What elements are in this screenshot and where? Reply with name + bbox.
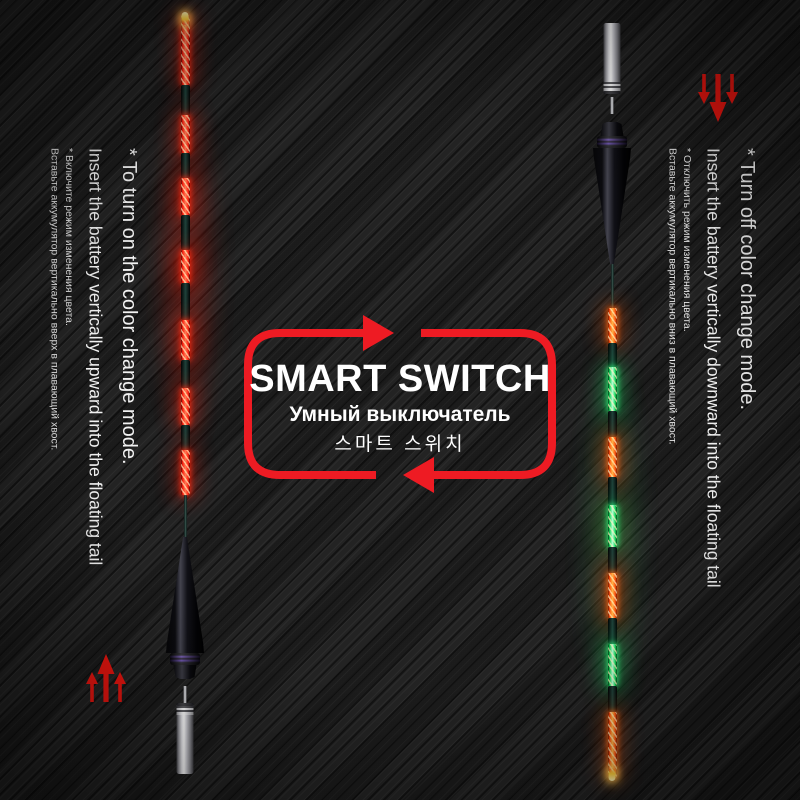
led-segment-red — [180, 320, 190, 360]
float-body-cone — [166, 537, 204, 653]
turn-on-text-ru-1: * Включите режим изменения цвета. — [63, 148, 76, 326]
led-segment-red — [180, 388, 190, 425]
turn-off-text-en-2: Insert the battery vertically downward i… — [703, 148, 724, 588]
led-segment-dark — [607, 618, 617, 644]
led-segment-dark — [607, 343, 617, 367]
title-korean: 스마트 스위치 — [334, 434, 466, 455]
float-tip-light — [608, 768, 616, 781]
led-segment-dark — [607, 686, 617, 712]
led-segment-red — [180, 450, 190, 495]
led-segment-dark — [607, 477, 617, 505]
led-segment-dark — [607, 547, 617, 573]
led-segment-orange — [607, 573, 617, 618]
float-tail-red — [179, 12, 191, 537]
led-segment-dark — [180, 425, 190, 450]
instruction-turn-off: * Turn off color change mode. Insert the… — [658, 148, 758, 708]
float-body-cone — [593, 148, 631, 264]
led-segment-red — [180, 178, 190, 215]
led-segment-orange — [607, 437, 617, 477]
turn-off-text-ru-2: Вставьте аккумулятор вертикально вниз в … — [666, 148, 679, 445]
led-segment-rod — [610, 264, 614, 308]
float-tail-multicolor — [606, 264, 618, 781]
instruction-turn-on: * To turn on the color change mode. Inse… — [40, 148, 140, 708]
turn-on-text-en-1: * To turn on the color change mode. — [118, 148, 140, 465]
loop-arrowhead-left — [403, 457, 434, 493]
float-collar-purple-rings — [597, 136, 627, 148]
float-tip-light — [181, 12, 189, 25]
led-segment-red — [180, 250, 190, 283]
led-segment-orange — [607, 308, 617, 343]
float-collar-purple-rings — [170, 653, 200, 665]
loop-arrowhead-right — [363, 315, 394, 351]
led-segment-dark — [180, 153, 190, 178]
led-segment-dark — [607, 411, 617, 437]
title-russian: Умный выключатель — [289, 403, 511, 426]
up-arrows-icon — [86, 654, 126, 702]
led-segment-dark — [180, 215, 190, 250]
led-segment-green — [607, 367, 617, 411]
led-segment-red — [180, 12, 190, 85]
turn-on-text-ru-2: Вставьте аккумулятор вертикально вверх в… — [48, 148, 61, 451]
pin-battery — [176, 703, 194, 774]
pin-battery — [603, 23, 621, 94]
float-battery-socket-cap — [600, 122, 625, 136]
led-segment-orange — [607, 712, 617, 781]
led-segment-green — [607, 644, 617, 686]
turn-off-text-en-1: * Turn off color change mode. — [736, 148, 758, 411]
led-segment-red — [180, 115, 190, 153]
led-segment-dark — [180, 360, 190, 388]
led-segment-rod — [183, 495, 187, 537]
led-segment-dark — [180, 283, 190, 320]
led-segment-green — [607, 505, 617, 547]
smart-switch-title: SMART SWITCH — [249, 358, 551, 400]
float-battery-socket-cap — [173, 665, 197, 679]
down-arrows-icon — [698, 74, 738, 122]
turn-on-text-en-2: Insert the battery vertically upward int… — [85, 148, 106, 566]
battery-pin — [610, 97, 614, 114]
center-title-block: SMART SWITCH Умный выключатель 스마트 스위치 — [248, 359, 552, 457]
turn-off-text-ru-1: * Отключить режим изменения цвета. — [681, 148, 694, 332]
battery-pin — [183, 686, 187, 703]
led-segment-dark — [180, 85, 190, 115]
